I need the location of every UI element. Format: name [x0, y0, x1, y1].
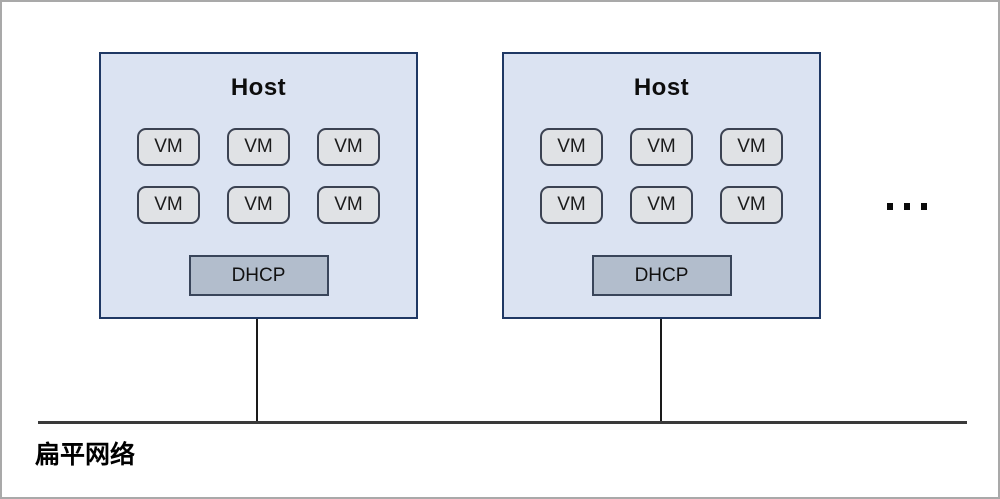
connector-line-host-1 [256, 319, 258, 422]
vm-node: VM [630, 128, 693, 166]
dhcp-node: DHCP [188, 255, 329, 296]
network-bus-line [38, 421, 967, 424]
more-hosts-ellipsis-icon [870, 186, 944, 226]
vm-node: VM [227, 186, 290, 224]
host-box-1: Host VM VM VM VM VM VM DHCP [99, 52, 418, 319]
vm-grid: VM VM VM VM VM VM [101, 128, 416, 224]
vm-node: VM [720, 128, 783, 166]
vm-node: VM [227, 128, 290, 166]
vm-node: VM [630, 186, 693, 224]
network-label: 扁平网络 [35, 441, 136, 469]
vm-node: VM [317, 128, 380, 166]
host-box-2: Host VM VM VM VM VM VM DHCP [502, 52, 821, 319]
host-title: Host [230, 74, 287, 101]
vm-node: VM [540, 128, 603, 166]
vm-node: VM [540, 186, 603, 224]
vm-node: VM [137, 186, 200, 224]
vm-node: VM [137, 128, 200, 166]
vm-node: VM [720, 186, 783, 224]
connector-line-host-2 [660, 319, 662, 422]
ellipsis-dot [921, 202, 927, 210]
host-title: Host [633, 74, 690, 101]
ellipsis-dot [904, 202, 910, 210]
ellipsis-dot [887, 202, 893, 210]
vm-grid: VM VM VM VM VM VM [504, 128, 819, 224]
vm-node: VM [317, 186, 380, 224]
dhcp-node: DHCP [591, 255, 732, 296]
